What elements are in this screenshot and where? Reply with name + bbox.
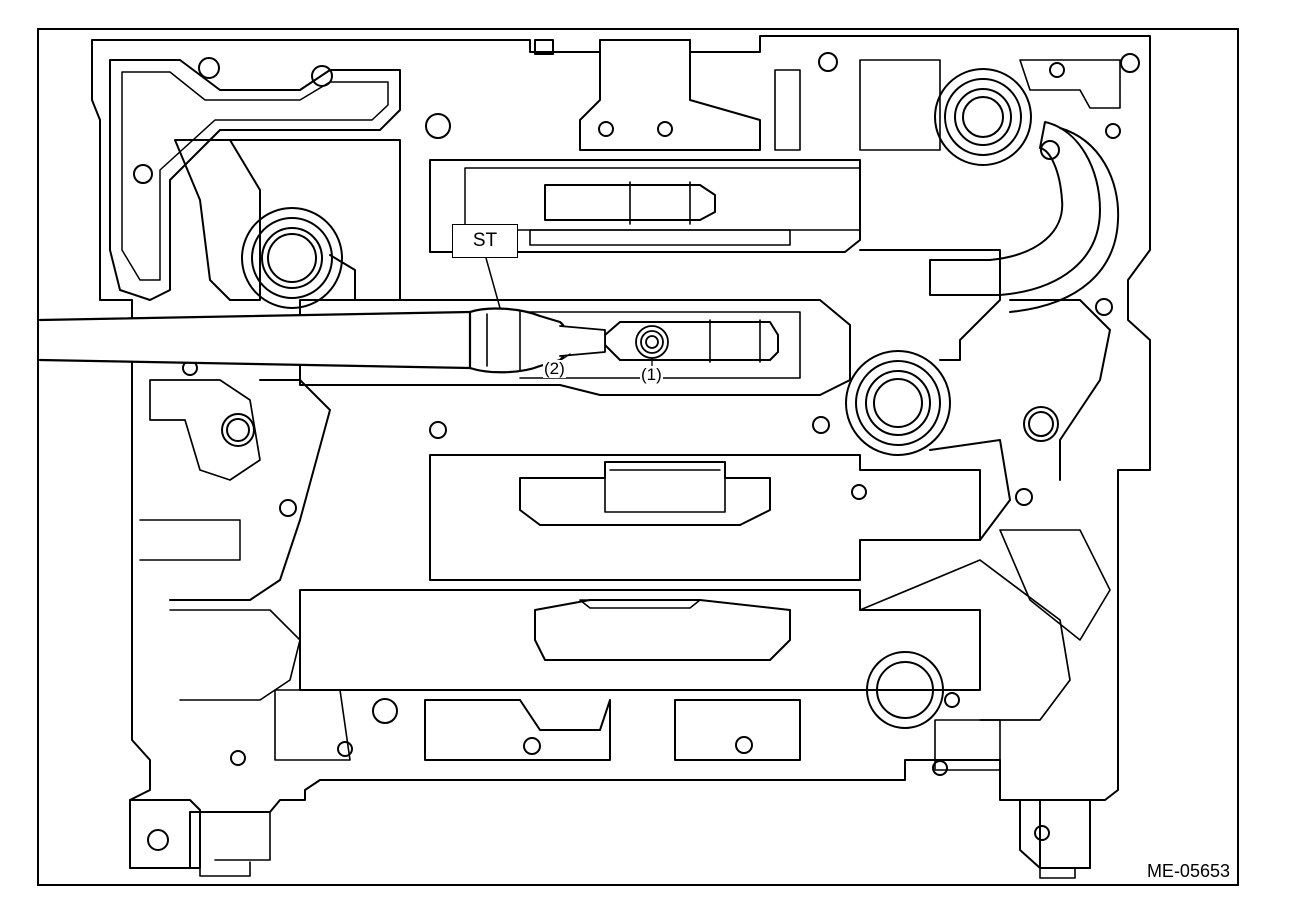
st-leader (485, 257, 501, 309)
lower-cavity-1 (429, 454, 981, 581)
upper-cavity (429, 159, 861, 253)
right-curved-passage (929, 121, 1101, 296)
tool-handle (38, 310, 477, 370)
right-middle-bore (845, 350, 951, 456)
crank-journal-2 (534, 599, 791, 661)
upper-left-rib (174, 139, 261, 301)
bolt-head (635, 325, 669, 359)
right-upper-bore (934, 68, 1032, 166)
left-bore-outer (241, 207, 343, 309)
middle-cavity (299, 299, 851, 396)
callout-2: (2) (543, 359, 566, 378)
figure-code: ME-05653 (1146, 861, 1230, 881)
callout-1: (1) (640, 365, 663, 384)
left-foot (129, 799, 201, 869)
st-label-box: ST (452, 224, 518, 258)
lower-right-bore (866, 651, 944, 729)
lower-cavity-2 (299, 589, 981, 691)
upper-left-passage (109, 59, 401, 301)
bottom-bay-right (674, 699, 801, 761)
right-foot (1019, 799, 1091, 869)
bottom-bay-left (424, 699, 611, 761)
upper-connecting-rod (544, 184, 716, 221)
tool-label: ST (472, 230, 498, 251)
middle-connecting-rod (604, 321, 779, 361)
tool-extension (559, 325, 606, 357)
crank-journal-1 (519, 461, 771, 526)
top-center-boss (579, 39, 761, 151)
figure-frame (37, 28, 1239, 886)
